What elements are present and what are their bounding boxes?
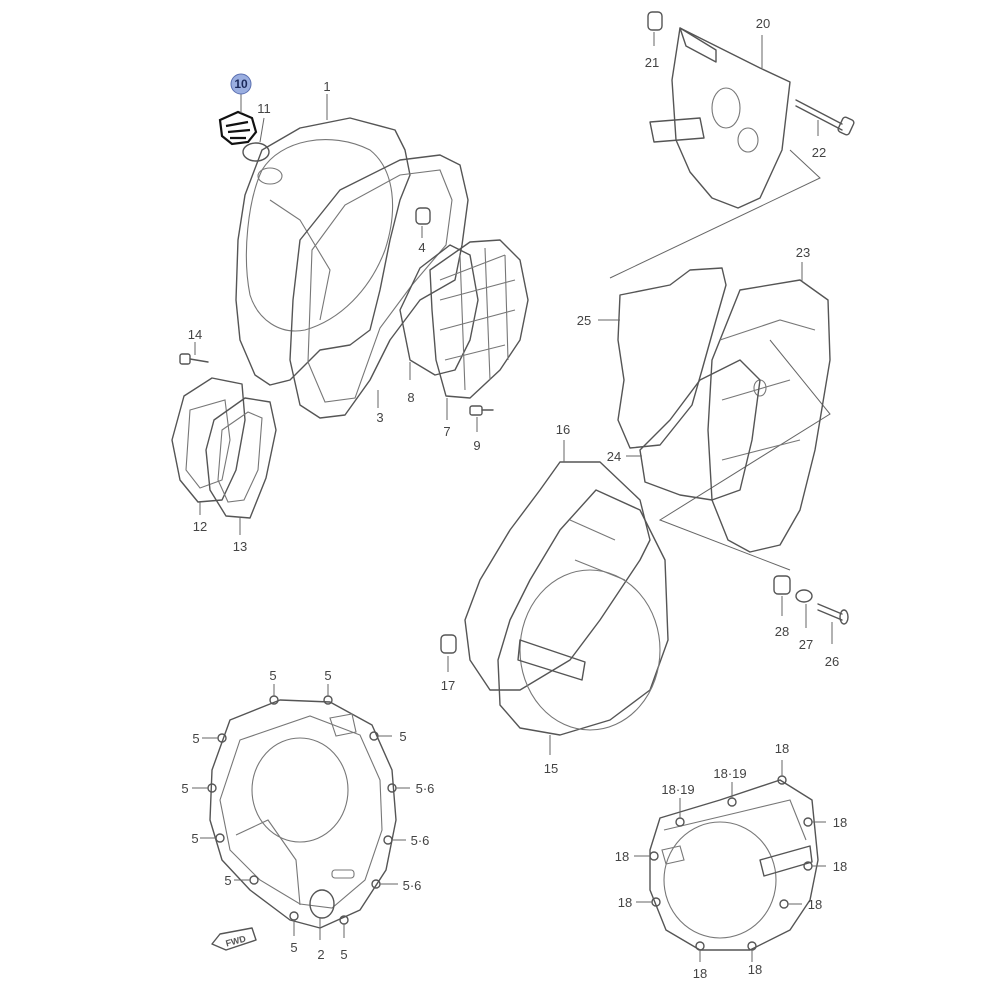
label-27: 27 (799, 637, 813, 652)
label-5-right-1: 5 (399, 729, 406, 744)
long-bolt-part-22[interactable]: 22 (795, 99, 855, 160)
pulser-cover-gasket-part-13[interactable]: 13 (205, 397, 277, 554)
label-5-6-right-2: 5·6 (411, 833, 430, 848)
dowel-pin-part-4[interactable]: 4 (415, 207, 431, 255)
clutch-cover-part-1[interactable]: 1 (235, 79, 411, 386)
label-20: 20 (756, 16, 770, 31)
inner-cover-part-24[interactable]: 24 (607, 359, 761, 501)
label-4: 4 (418, 240, 425, 255)
label-16: 16 (556, 422, 570, 437)
label-8: 8 (407, 390, 414, 405)
collar-part-21[interactable]: 21 (645, 11, 663, 70)
bolt-markers-5 (192, 684, 410, 938)
label-7: 7 (443, 424, 450, 439)
o-ring-part-11[interactable]: 11 (242, 101, 271, 162)
label-5-left-3: 5 (191, 831, 198, 846)
label-12: 12 (193, 519, 207, 534)
generator-cover-part-15[interactable]: 15 (497, 489, 669, 776)
label-24: 24 (607, 449, 621, 464)
label-5-left-4: 5 (224, 873, 231, 888)
label-5-top-left: 5 (269, 668, 276, 683)
generator-cover-gasket-part-16[interactable]: 16 (464, 422, 651, 691)
label-18-19-center: 18·19 (713, 766, 746, 781)
label-18-right-2: 18 (833, 859, 847, 874)
clutch-cover-outer[interactable] (209, 699, 397, 929)
washer-part-27[interactable]: 27 (795, 589, 813, 652)
label-18-top: 18 (775, 741, 789, 756)
label-5-6-right-3: 5·6 (403, 878, 422, 893)
label-11: 11 (257, 101, 271, 116)
grommet-part-28[interactable]: 28 (773, 575, 791, 639)
label-21: 21 (645, 55, 659, 70)
label-5-left-1: 5 (192, 731, 199, 746)
screw-part-26[interactable]: 26 (817, 603, 849, 669)
generator-cover-outer[interactable] (649, 779, 819, 951)
label-26: 26 (825, 654, 839, 669)
label-5-top-right: 5 (324, 668, 331, 683)
label-10[interactable]: 10 (234, 77, 248, 91)
label-15: 15 (544, 761, 558, 776)
label-5-bottom-left: 5 (290, 940, 297, 955)
label-13: 13 (233, 539, 247, 554)
label-9: 9 (473, 438, 480, 453)
breather-cover-inner-part-8[interactable]: 8 (399, 244, 479, 405)
label-25: 25 (577, 313, 591, 328)
plate-part-25[interactable]: 25 (577, 267, 727, 449)
label-18-left-2: 18 (618, 895, 632, 910)
clutch-cover-gasket-part-3[interactable]: 3 (289, 154, 469, 425)
pulser-cover-part-12[interactable]: 12 (171, 377, 246, 534)
sprocket-cover-part-23[interactable]: 23 (707, 245, 831, 553)
bolt-part-9[interactable]: 9 (469, 405, 494, 453)
bolt-markers-18 (634, 760, 826, 962)
label-17: 17 (441, 678, 455, 693)
plug-part-2[interactable]: 2 (309, 889, 335, 962)
label-18-left-1: 18 (615, 849, 629, 864)
label-18-bottom-right: 18 (748, 962, 762, 977)
label-3: 3 (376, 410, 383, 425)
label-5-bottom-right: 5 (340, 947, 347, 962)
bolt-part-14[interactable]: 14 (179, 327, 209, 365)
oil-filler-cap-part-10[interactable]: 10 (218, 73, 258, 146)
forward-arrow-icon: FWD (211, 927, 257, 951)
label-5-6-right-1: 5·6 (416, 781, 435, 796)
label-23: 23 (796, 245, 810, 260)
label-14: 14 (188, 327, 202, 342)
label-18-19-left: 18·19 (661, 782, 694, 797)
label-18-right-1: 18 (833, 815, 847, 830)
label-18-bottom-left: 18 (693, 966, 707, 981)
dowel-pin-part-17[interactable]: 17 (440, 634, 457, 693)
label-5-left-2: 5 (181, 781, 188, 796)
label-18-right-3: 18 (808, 897, 822, 912)
label-22: 22 (812, 145, 826, 160)
label-2: 2 (317, 947, 324, 962)
label-1: 1 (323, 79, 330, 94)
label-28: 28 (775, 624, 789, 639)
bracket-part-20[interactable]: 20 (649, 16, 791, 209)
breather-cover-part-7[interactable]: 7 (429, 239, 529, 439)
